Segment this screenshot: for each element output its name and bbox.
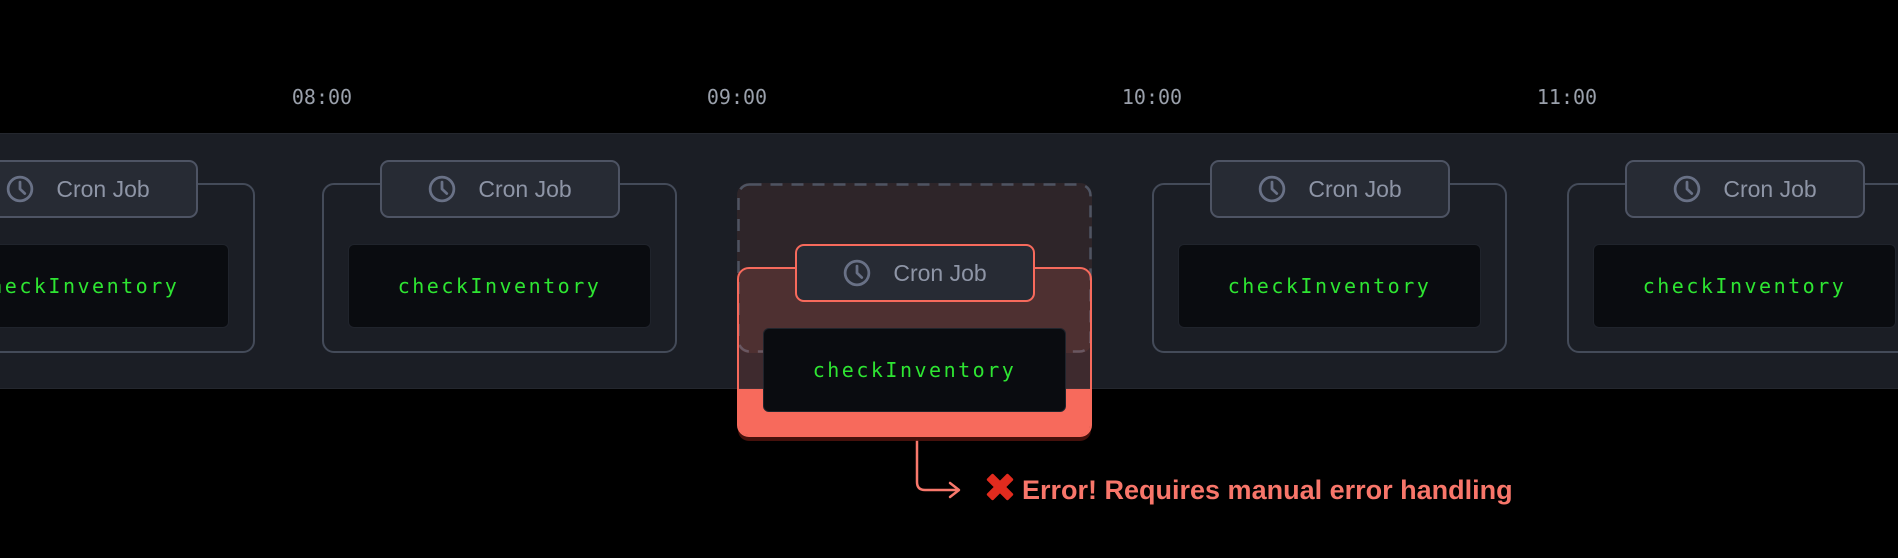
cron-job-card: Cron Job checkInventory bbox=[322, 160, 677, 437]
elbow-arrow bbox=[915, 439, 961, 499]
cron-job-card-body: Cron Job checkInventory bbox=[1152, 160, 1507, 353]
clock-icon bbox=[5, 174, 35, 204]
job-code-text: checkInventory bbox=[1642, 274, 1847, 298]
cron-job-card: Cron Job checkInventory bbox=[1152, 160, 1507, 437]
cron-job-badge-label: Cron Job bbox=[1308, 175, 1402, 202]
cron-job-badge: Cron Job bbox=[1624, 160, 1865, 218]
cross-mark-icon bbox=[984, 471, 1016, 503]
clock-icon bbox=[427, 174, 457, 204]
tick-label: 09:00 bbox=[706, 85, 768, 109]
job-code-text: checkInventory bbox=[397, 274, 602, 298]
cron-job-badge: Cron Job bbox=[379, 160, 620, 218]
tick-label: 11:00 bbox=[1536, 85, 1598, 109]
cron-job-badge: Cron Job bbox=[1209, 160, 1450, 218]
cron-job-card-body: Cron Job checkInventory bbox=[1567, 160, 1898, 353]
cron-job-badge-label: Cron Job bbox=[893, 259, 987, 286]
tick-label: 08:00 bbox=[291, 85, 353, 109]
tick-label: 10:00 bbox=[1121, 85, 1183, 109]
job-code-block: checkInventory bbox=[1178, 244, 1481, 328]
cron-job-card-body-error: Cron Job checkInventory bbox=[737, 244, 1092, 437]
cron-job-card-body: Cron Job checkInventory bbox=[0, 160, 255, 353]
cron-job-badge: Cron Job bbox=[0, 160, 198, 218]
cron-job-card: Cron Job checkInventory bbox=[1567, 160, 1898, 437]
job-code-text: checkInventory bbox=[0, 274, 180, 298]
job-code-block: checkInventory bbox=[763, 328, 1066, 412]
cron-job-card: Cron Job checkInventory bbox=[0, 160, 255, 437]
cron-job-badge-label: Cron Job bbox=[1723, 175, 1817, 202]
cron-job-badge: Cron Job bbox=[794, 244, 1035, 302]
job-code-block: checkInventory bbox=[0, 244, 229, 328]
job-code-text: checkInventory bbox=[812, 358, 1017, 382]
cron-job-card-failed: Cron Job checkInventory bbox=[737, 183, 1092, 437]
clock-icon bbox=[1672, 174, 1702, 204]
job-code-block: checkInventory bbox=[348, 244, 651, 328]
cron-job-card-body: Cron Job checkInventory bbox=[322, 160, 677, 353]
job-code-text: checkInventory bbox=[1227, 274, 1432, 298]
cron-job-badge-label: Cron Job bbox=[478, 175, 572, 202]
cron-job-badge-label: Cron Job bbox=[56, 175, 150, 202]
clock-icon bbox=[842, 258, 872, 288]
clock-icon bbox=[1257, 174, 1287, 204]
error-note-text: Error! Requires manual error handling bbox=[1022, 475, 1513, 505]
job-code-block: checkInventory bbox=[1593, 244, 1896, 328]
